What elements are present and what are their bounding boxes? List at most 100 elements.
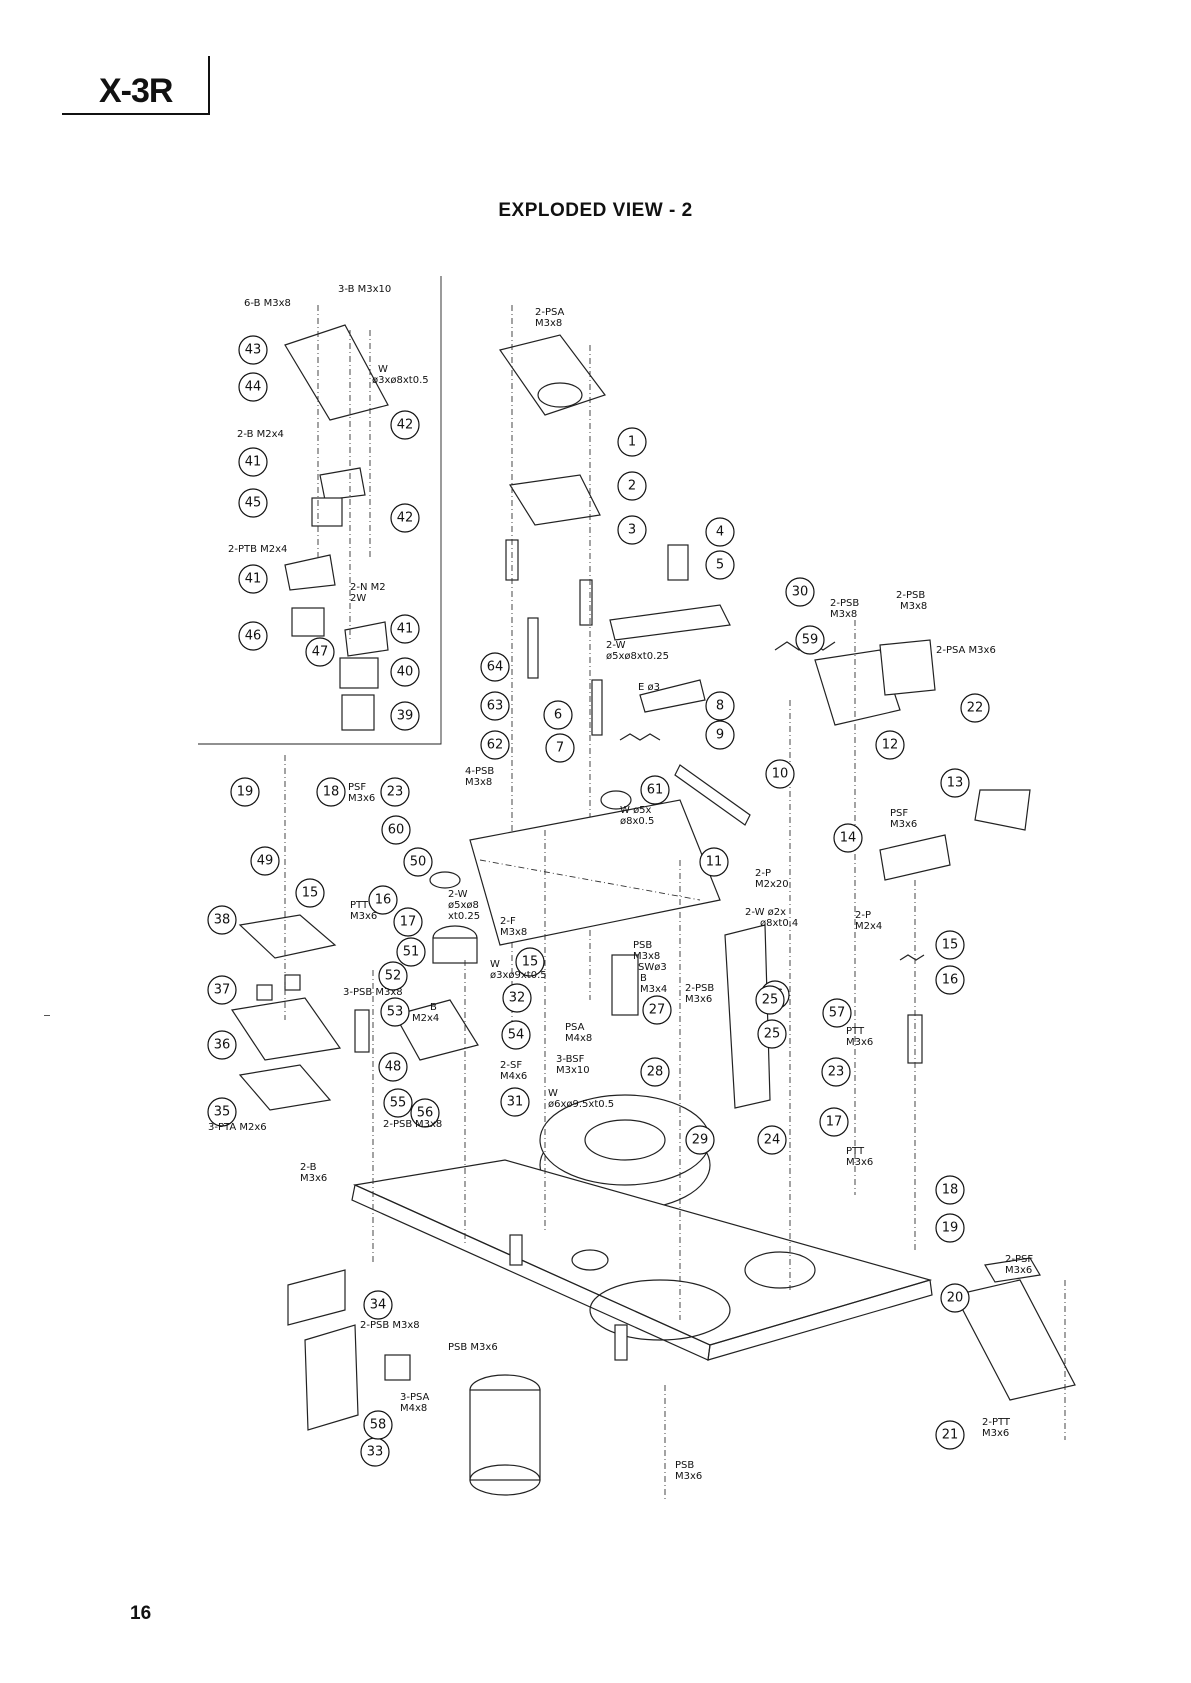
hardware-label-h32: 2-F (500, 916, 516, 927)
callout-circle (390, 503, 420, 533)
callout-circle (705, 691, 735, 721)
head-plate-43 (284, 324, 389, 421)
callout-circle (238, 447, 268, 477)
hardware-label-h45: W (490, 959, 500, 970)
callout-number: 3 (628, 523, 636, 538)
callout-58: 58 (363, 1410, 393, 1440)
callout-circle (617, 471, 647, 501)
hardware-label-h19: 4-PSB (465, 766, 494, 777)
callout-circle (238, 488, 268, 518)
hardware-label-h47: 3-PSB M3x8 (343, 987, 403, 998)
hardware-label-h33: M3x8 (500, 927, 527, 938)
pulley-61 (600, 790, 632, 810)
callout-59: 59 (795, 625, 825, 655)
callout-number: 40 (397, 665, 414, 680)
callout-circle (295, 878, 325, 908)
hardware-label-h72: PSB M3x6 (448, 1342, 498, 1353)
callout-18: 18 (316, 777, 346, 807)
callout-number: 10 (772, 767, 789, 782)
callout-55: 55 (383, 1088, 413, 1118)
callout-circle (238, 372, 268, 402)
callout-11: 11 (699, 847, 729, 877)
callout-circle (642, 995, 672, 1025)
callout-number: 52 (385, 969, 402, 984)
hardware-label-h75: 2-PTT (982, 1417, 1011, 1428)
callout-45: 45 (238, 488, 268, 518)
callout-number: 37 (214, 983, 231, 998)
bracket-22 (879, 639, 936, 696)
callout-circle (381, 815, 411, 845)
hardware-label-h57: M4x6 (500, 1071, 527, 1082)
inset-head-assembly (284, 305, 389, 731)
callout-39: 39 (390, 701, 420, 731)
callout-number: 14 (840, 831, 857, 846)
callout-circle (543, 700, 573, 730)
hardware-label-h48: B (430, 1002, 437, 1013)
callout-37: 37 (207, 975, 237, 1005)
callout-46: 46 (238, 621, 268, 651)
hardware-label-h40: PSB (633, 940, 652, 951)
pinch-assembly (499, 305, 606, 1040)
hardware-label-h41: M3x8 (633, 951, 660, 962)
callout-16: 16 (935, 965, 965, 995)
callout-number: 41 (245, 455, 262, 470)
callout-circle (765, 759, 795, 789)
callout-number: 24 (764, 1133, 781, 1148)
hardware-label-h09: 2-PSA (535, 307, 565, 318)
hardware-label-h18: 2-PSA M3x6 (936, 645, 996, 656)
callout-number: 23 (828, 1065, 845, 1080)
hardware-label-h52: PSA (565, 1022, 585, 1033)
plate-20 (984, 1257, 1041, 1283)
callout-52: 52 (378, 961, 408, 991)
hardware-label-h76: M3x6 (982, 1428, 1009, 1439)
callout-circle (935, 1213, 965, 1243)
hardware-label-h04: ø3xø8xt0.5 (372, 375, 429, 386)
hardware-label-h60: W (548, 1088, 558, 1099)
callout-circle (935, 930, 965, 960)
callout-5: 5 (705, 550, 735, 580)
right-brackets (724, 789, 1031, 1109)
page-number: 16 (130, 1603, 152, 1624)
bracket-35 (238, 1064, 332, 1111)
callout-number: 64 (487, 660, 504, 675)
motor-board (354, 871, 479, 1061)
hardware-label-h71: 2-PSB M3x8 (360, 1320, 420, 1331)
hardware-label-h17: M3x8 (900, 601, 927, 612)
callout-41: 41 (238, 447, 268, 477)
callout-circle (699, 847, 729, 877)
callout-circle (545, 733, 575, 763)
bracket-2 (509, 474, 601, 526)
callout-number: 33 (367, 1445, 384, 1460)
hardware-label-h49: M2x4 (412, 1013, 439, 1024)
hardware-label-h39: M2x4 (855, 921, 882, 932)
head-45 (311, 497, 343, 527)
sw-37a (256, 984, 273, 1001)
hardware-label-h34: PTT (350, 900, 369, 911)
hardware-label-h25: PSF (890, 808, 908, 819)
callout-27: 27 (642, 995, 672, 1025)
tab-13 (974, 789, 1031, 831)
shaft-6b (591, 679, 603, 736)
callout-54: 54 (501, 1020, 531, 1050)
callout-number: 50 (410, 855, 427, 870)
callout-9: 9 (705, 720, 735, 750)
callout-57: 57 (822, 998, 852, 1028)
hardware-label-h68: M3x6 (300, 1173, 327, 1184)
hardware-label-h37: ø8xt0.4 (760, 918, 798, 929)
callout-circle (207, 975, 237, 1005)
callout-17: 17 (819, 1107, 849, 1137)
callout-circle (617, 515, 647, 545)
callout-circle (685, 1125, 715, 1155)
callout-number: 16 (375, 893, 392, 908)
callout-15: 15 (935, 930, 965, 960)
callout-23: 23 (821, 1057, 851, 1087)
sw-37b (284, 974, 301, 991)
hardware-label-h21: PSF (348, 782, 366, 793)
callout-number: 30 (792, 585, 809, 600)
pcb-33 (304, 1324, 359, 1431)
callout-number: 36 (214, 1038, 231, 1053)
callout-number: 47 (312, 645, 329, 660)
callout-circle (502, 983, 532, 1013)
callout-42: 42 (390, 503, 420, 533)
